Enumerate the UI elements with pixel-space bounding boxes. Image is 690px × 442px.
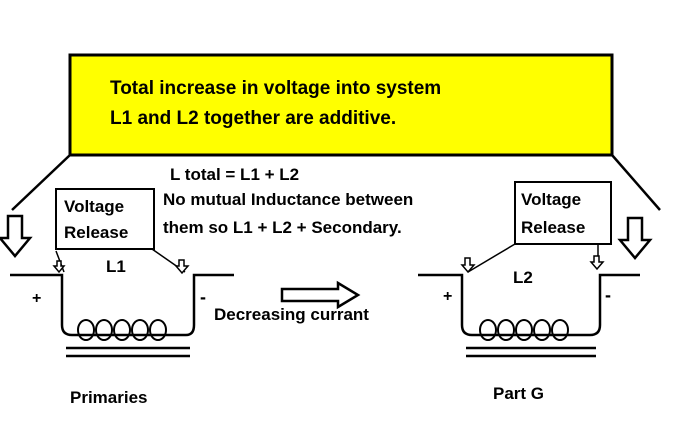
down-arrow-icon [0,214,33,258]
notes-line-2: No mutual Inductance between [163,190,413,209]
left-release-arrow-icon [52,250,66,274]
l2-coil [479,319,569,341]
l1-label: L1 [106,257,126,276]
current-label: Decreasing currant [214,305,369,324]
notes-line-1: L total = L1 + L2 [170,165,299,184]
banner-line-2: L1 and L2 together are additive. [110,108,396,129]
l1-plus-sign: + [32,290,41,307]
l2-plus-sign: + [443,288,452,305]
left-diagonal-line [11,154,71,211]
l2-label: L2 [513,268,533,287]
primaries-caption: Primaries [70,388,148,407]
right-arrow-icon [280,280,361,310]
right-release-box [514,181,612,245]
notes-line-3: them so L1 + L2 + Secondary. [163,218,402,237]
down-arrow-icon [617,216,653,260]
right-release-line-2: Release [521,218,585,237]
left-release-line-1: Voltage [64,197,124,216]
right-release-line-1: Voltage [521,190,581,209]
left-release-arrow-icon-2 [151,248,190,275]
banner-box [68,53,614,157]
l2-minus-sign: - [605,285,611,305]
l1-minus-sign: - [200,287,206,307]
l1-coil [77,319,167,341]
left-release-line-2: Release [64,223,128,242]
right-release-arrow-icon-2 [589,244,605,271]
right-release-arrow-icon [460,243,516,274]
part-g-caption: Part G [493,384,544,403]
left-release-box [55,188,155,250]
banner-line-1: Total increase in voltage into system [110,78,441,99]
right-diagonal-line [611,154,661,211]
